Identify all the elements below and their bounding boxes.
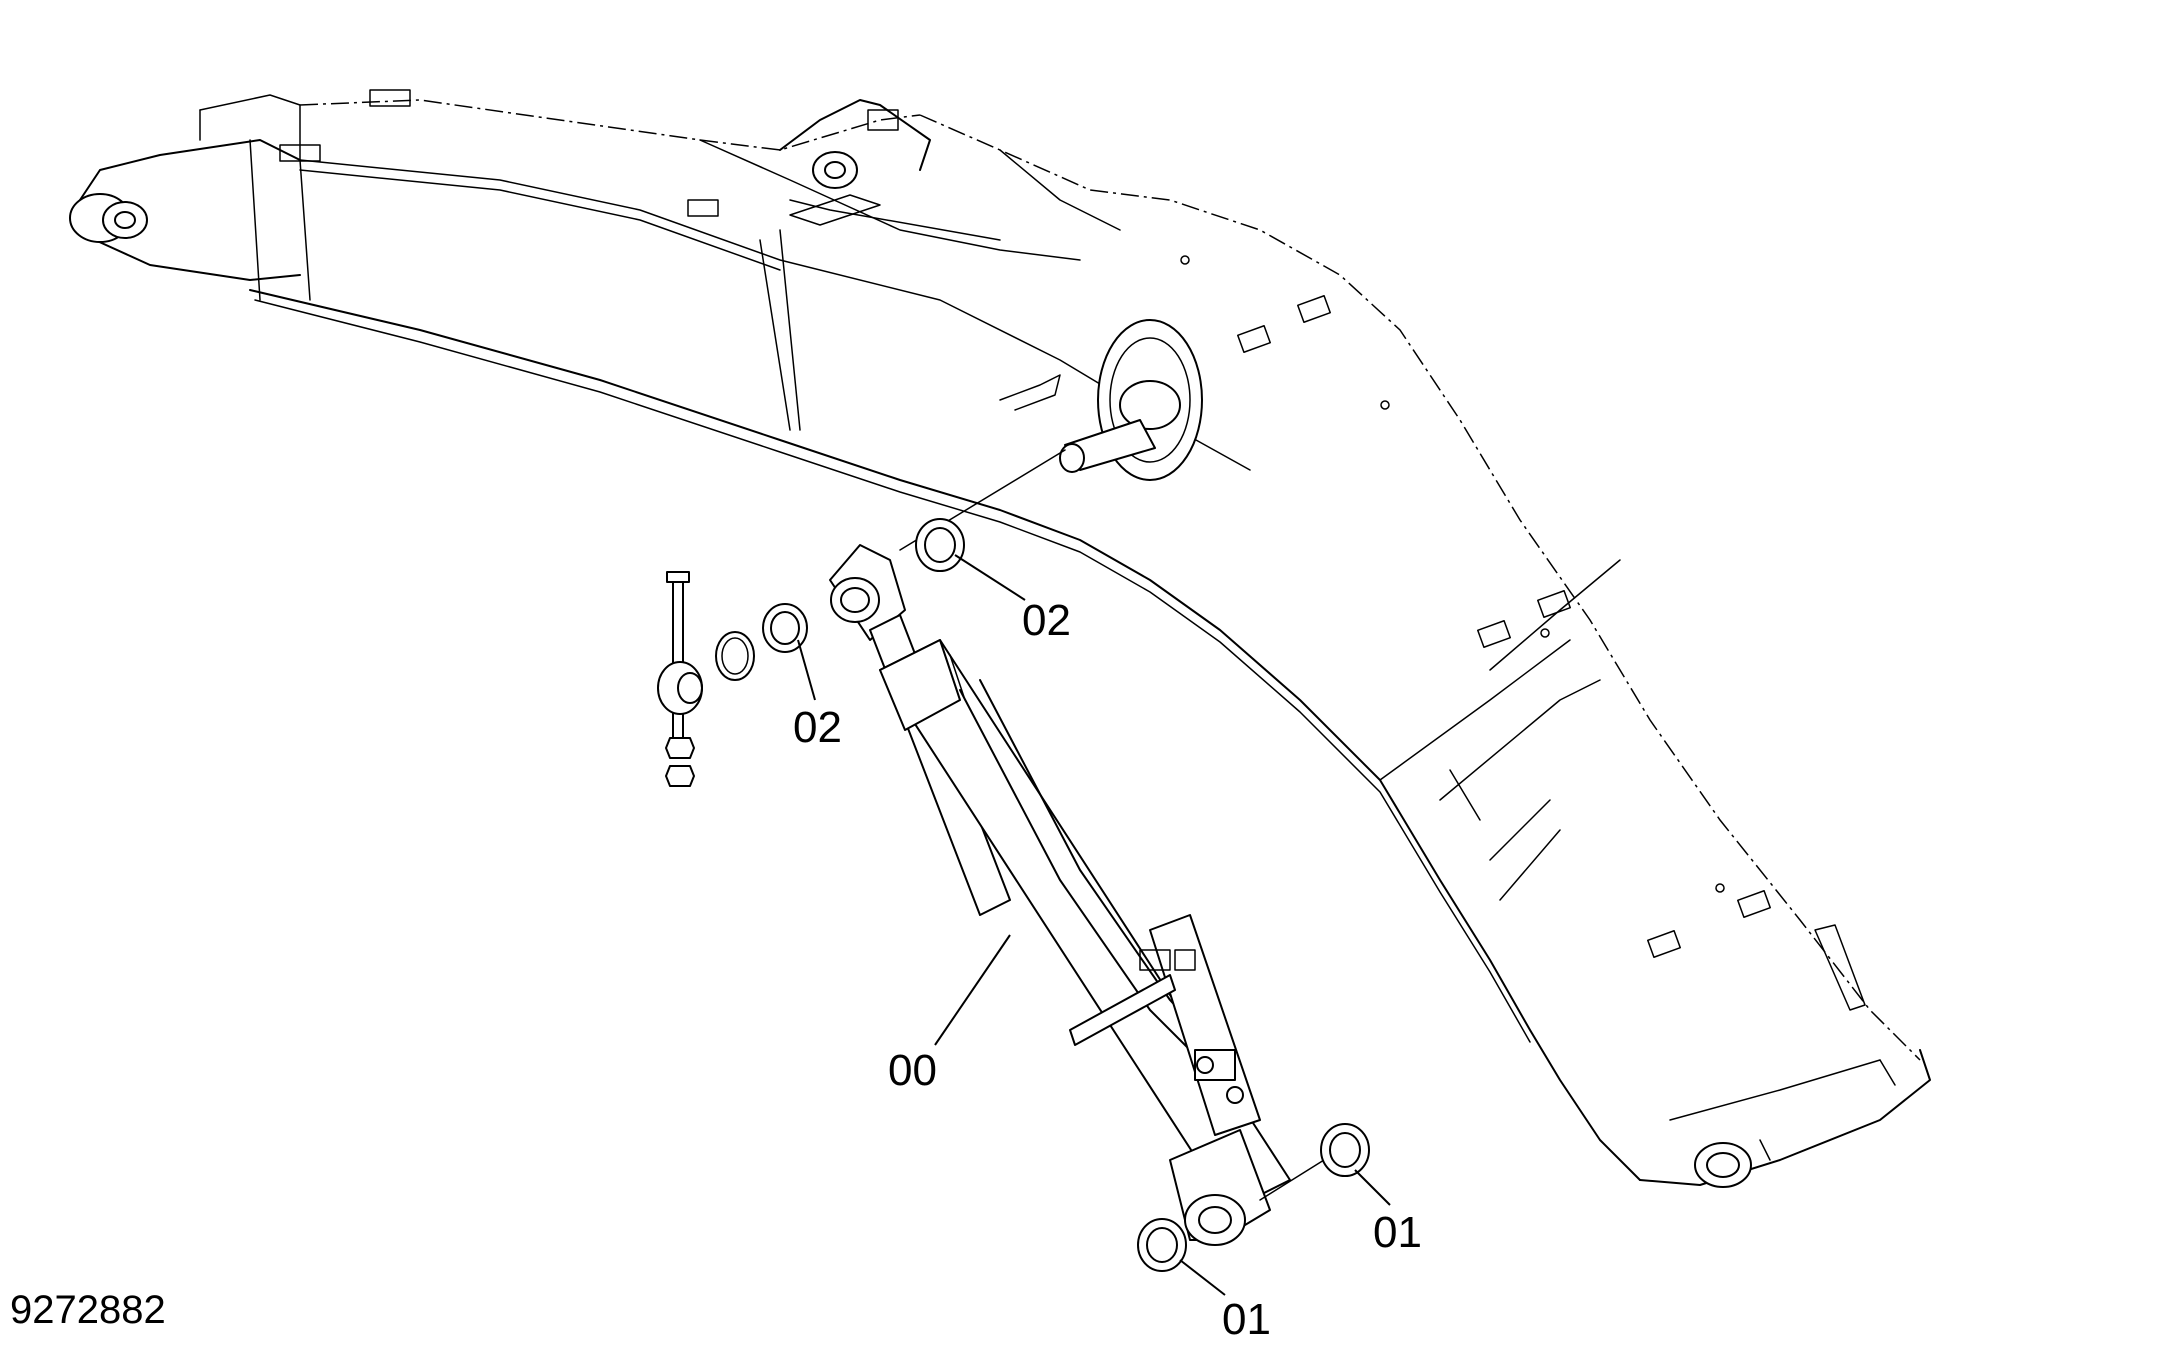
boom-foot	[69, 89, 411, 301]
upper-bracket	[687, 99, 931, 226]
bushing-01-right	[1320, 1123, 1370, 1177]
hydraulic-cylinder	[829, 449, 1341, 1246]
bushing-02-right	[915, 518, 965, 572]
ring-washer	[715, 631, 755, 681]
boom-arm	[69, 89, 1931, 1188]
arm-tip-pin	[1639, 1049, 1931, 1188]
mounting-boss	[999, 319, 1203, 481]
leader-lines	[797, 554, 1391, 1296]
bushing-01-bottom	[1137, 1218, 1187, 1272]
callout-01-bottom: 01	[1222, 1295, 1271, 1341]
bushing-02-left	[762, 603, 808, 653]
drawing-number: 9272882	[10, 1288, 166, 1332]
valve-block	[1149, 914, 1261, 1136]
bolt-and-stopper	[657, 571, 703, 787]
callout-02-right: 02	[1022, 596, 1071, 645]
callout-01-right: 01	[1373, 1208, 1422, 1257]
callout-00: 00	[888, 1046, 937, 1095]
hose-clips	[1180, 255, 1866, 1011]
callout-02-left: 02	[793, 703, 842, 752]
